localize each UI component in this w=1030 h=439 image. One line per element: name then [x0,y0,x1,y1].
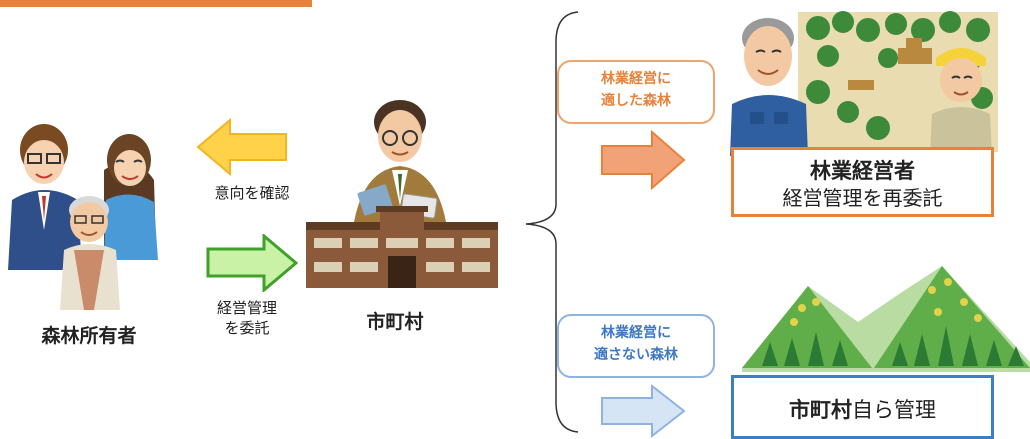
unsuitable-forest-arrow [600,384,686,438]
unsuitable-line1: 林業経営に [601,325,671,341]
forest-mountains-illustration [742,262,1030,372]
self-management-box: 市町村自ら管理 [731,375,994,439]
suitable-forest-tag: 林業経営に 適した森林 [557,60,715,124]
entrust-management-arrow [206,234,298,292]
branch-brace [520,8,584,436]
unsuitable-line2: 適さない森林 [594,347,678,363]
forest-owner-label: 森林所有者 [41,325,137,347]
header-accent-bar [0,0,312,7]
municipality-label: 市町村 [366,311,424,333]
entrust-line2: を委託 [224,319,270,337]
municipality-illustration [304,96,500,292]
entrust-management-label: 経営管理 を委託 [192,298,302,338]
self-management-bold: 市町村 [789,398,852,422]
confirm-intention-label: 意向を確認 [214,184,290,202]
self-management-rest: 自ら管理 [852,398,936,422]
unsuitable-forest-tag: 林業経営に 適さない森林 [557,314,715,378]
suitable-forest-arrow [600,130,686,190]
forestry-operator-title: 林業経営者 [810,159,915,183]
confirm-intention-arrow [196,118,288,176]
suitable-line2: 適した森林 [601,93,671,109]
forestry-operator-box: 林業経営者 経営管理を再委託 [731,147,994,217]
forestry-operators-illustration [728,8,1000,156]
suitable-line1: 林業経営に [601,71,671,87]
forest-owners-illustration [4,110,164,310]
entrust-line1: 経営管理 [216,299,277,317]
forestry-operator-subtitle: 経営管理を再委託 [782,186,943,210]
